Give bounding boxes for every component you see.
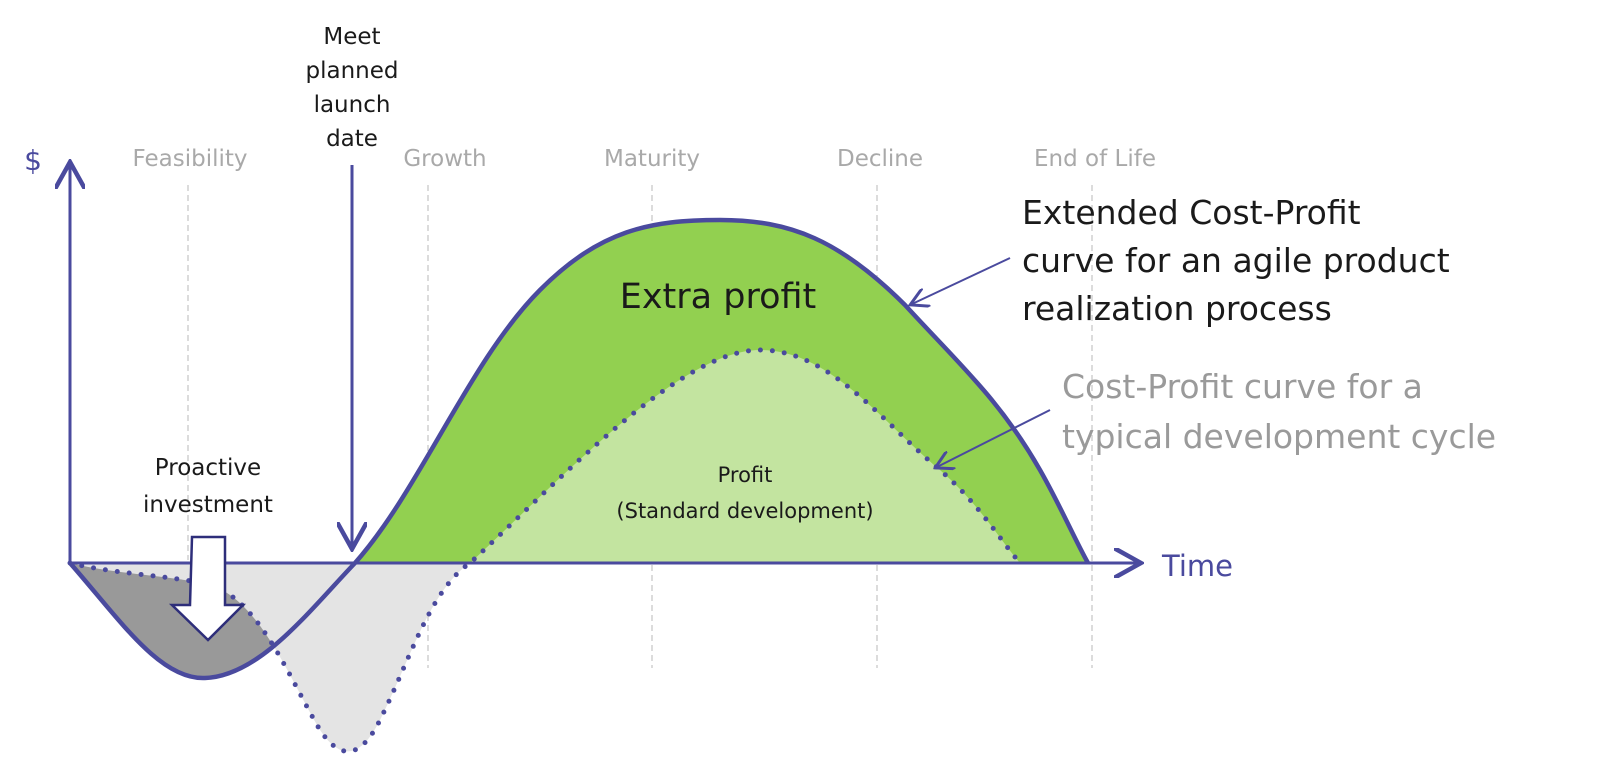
y-axis-label: $ [24,144,42,177]
profit-label-line: (Standard development) [616,499,873,523]
profit-label-line: Profit [718,463,773,487]
typical-curve-label: Cost-Profit curve for a typical developm… [1062,367,1496,456]
launch-label-line: launch [314,92,391,118]
extended-curve [68,217,1090,681]
loss-area [70,563,470,752]
phase-growth: Growth [403,146,486,172]
launch-label-line: Meet [323,24,380,50]
phase-feasibility: Feasibility [133,146,248,172]
phase-decline: Decline [837,146,923,172]
launch-label-line: date [326,126,378,152]
launch-label: Meet planned launch date [306,24,399,152]
typical-curve-pointer [937,409,1051,467]
launch-label-line: planned [306,58,399,84]
investment-arrow-icon [168,535,247,642]
profit-area [470,350,1020,563]
investment-area [70,563,320,679]
extended-curve-label: Extended Cost-Profit curve for an agile … [1022,193,1450,328]
extended-curve-label-line: curve for an agile product [1022,241,1450,280]
profit-label: Profit (Standard development) [616,463,873,523]
x-axis-label: Time [1161,549,1233,583]
typical-curve-label-line: typical development cycle [1062,417,1496,456]
phase-end-of-life: End of Life [1034,146,1156,172]
investment-label-line: Proactive [155,455,261,481]
extra-profit-label: Extra profit [620,277,817,317]
typical-curve [67,347,1023,754]
extended-curve-label-line: realization process [1022,289,1332,328]
extended-curve-label-line: Extended Cost-Profit [1022,193,1361,232]
investment-label: Proactive investment [143,455,273,518]
typical-curve-label-line: Cost-Profit curve for a [1062,367,1423,406]
phase-maturity: Maturity [604,146,700,172]
extended-curve-pointer [912,257,1011,304]
investment-label-line: investment [143,492,273,518]
